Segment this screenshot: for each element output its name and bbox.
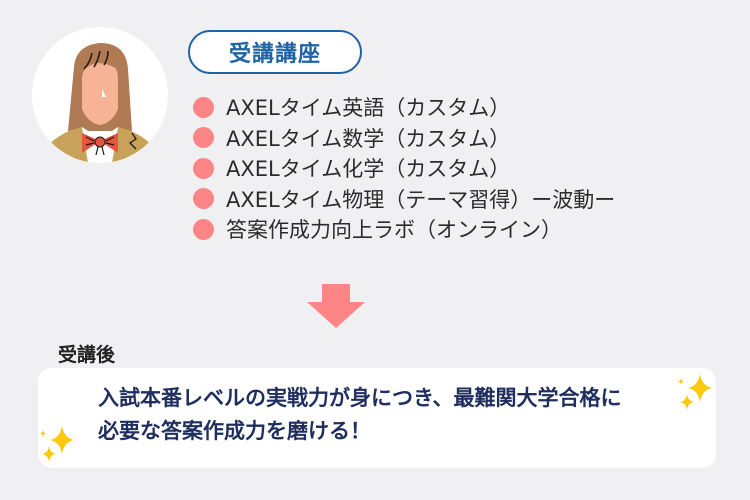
after-course-label: 受講後 bbox=[58, 344, 116, 366]
result-box: 入試本番レベルの実戦力が身につき、最難関大学合格に 必要な答案作成力を磨ける！ bbox=[38, 368, 716, 468]
course-item: AXELタイム物理（テーマ習得）ー波動ー bbox=[193, 184, 615, 215]
course-item: AXELタイム化学（カスタム） bbox=[193, 153, 615, 184]
sparkle-icon bbox=[676, 372, 716, 414]
course-item: 答案作成力向上ラボ（オンライン） bbox=[193, 214, 615, 245]
course-label: AXELタイム物理（テーマ習得）ー波動ー bbox=[226, 187, 616, 212]
bullet-dot-icon bbox=[193, 127, 214, 149]
course-label: AXELタイム英語（カスタム） bbox=[226, 96, 511, 121]
student-avatar bbox=[32, 27, 168, 163]
bullet-dot-icon bbox=[193, 157, 214, 179]
courses-heading-badge: 受講講座 bbox=[188, 30, 362, 74]
arrow-down-icon bbox=[306, 284, 366, 328]
bullet-dot-icon bbox=[193, 96, 214, 118]
course-label: AXELタイム化学（カスタム） bbox=[226, 157, 511, 182]
student-illustration-icon bbox=[42, 43, 158, 163]
bullet-dot-icon bbox=[193, 218, 214, 240]
course-label: 答案作成力向上ラボ（オンライン） bbox=[226, 218, 562, 243]
bullet-dot-icon bbox=[193, 188, 214, 210]
sparkle-icon bbox=[38, 424, 78, 466]
course-list: AXELタイム英語（カスタム） AXELタイム数学（カスタム） AXELタイム化… bbox=[193, 92, 615, 245]
course-item: AXELタイム数学（カスタム） bbox=[193, 123, 615, 154]
result-line: 必要な答案作成力を磨ける！ bbox=[98, 419, 371, 443]
result-text: 入試本番レベルの実戦力が身につき、最難関大学合格に 必要な答案作成力を磨ける！ bbox=[98, 382, 622, 448]
course-item: AXELタイム英語（カスタム） bbox=[193, 92, 615, 123]
result-line: 入試本番レベルの実戦力が身につき、最難関大学合格に bbox=[98, 386, 622, 410]
course-label: AXELタイム数学（カスタム） bbox=[226, 126, 511, 151]
